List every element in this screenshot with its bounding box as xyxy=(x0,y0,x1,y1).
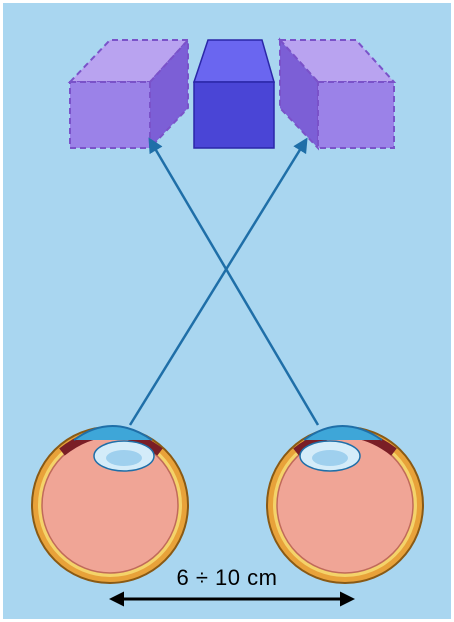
real-cube-icon xyxy=(192,39,275,149)
distance-label: 6 ÷ 10 cm xyxy=(176,565,278,590)
right-virtual-cube-icon xyxy=(277,37,397,151)
right-eye-icon xyxy=(266,425,424,584)
left-virtual-cube-icon xyxy=(67,37,191,151)
right-eye-sight-line xyxy=(148,137,320,426)
left-eye-sight-line xyxy=(128,137,308,426)
left-eye-icon xyxy=(31,425,189,584)
